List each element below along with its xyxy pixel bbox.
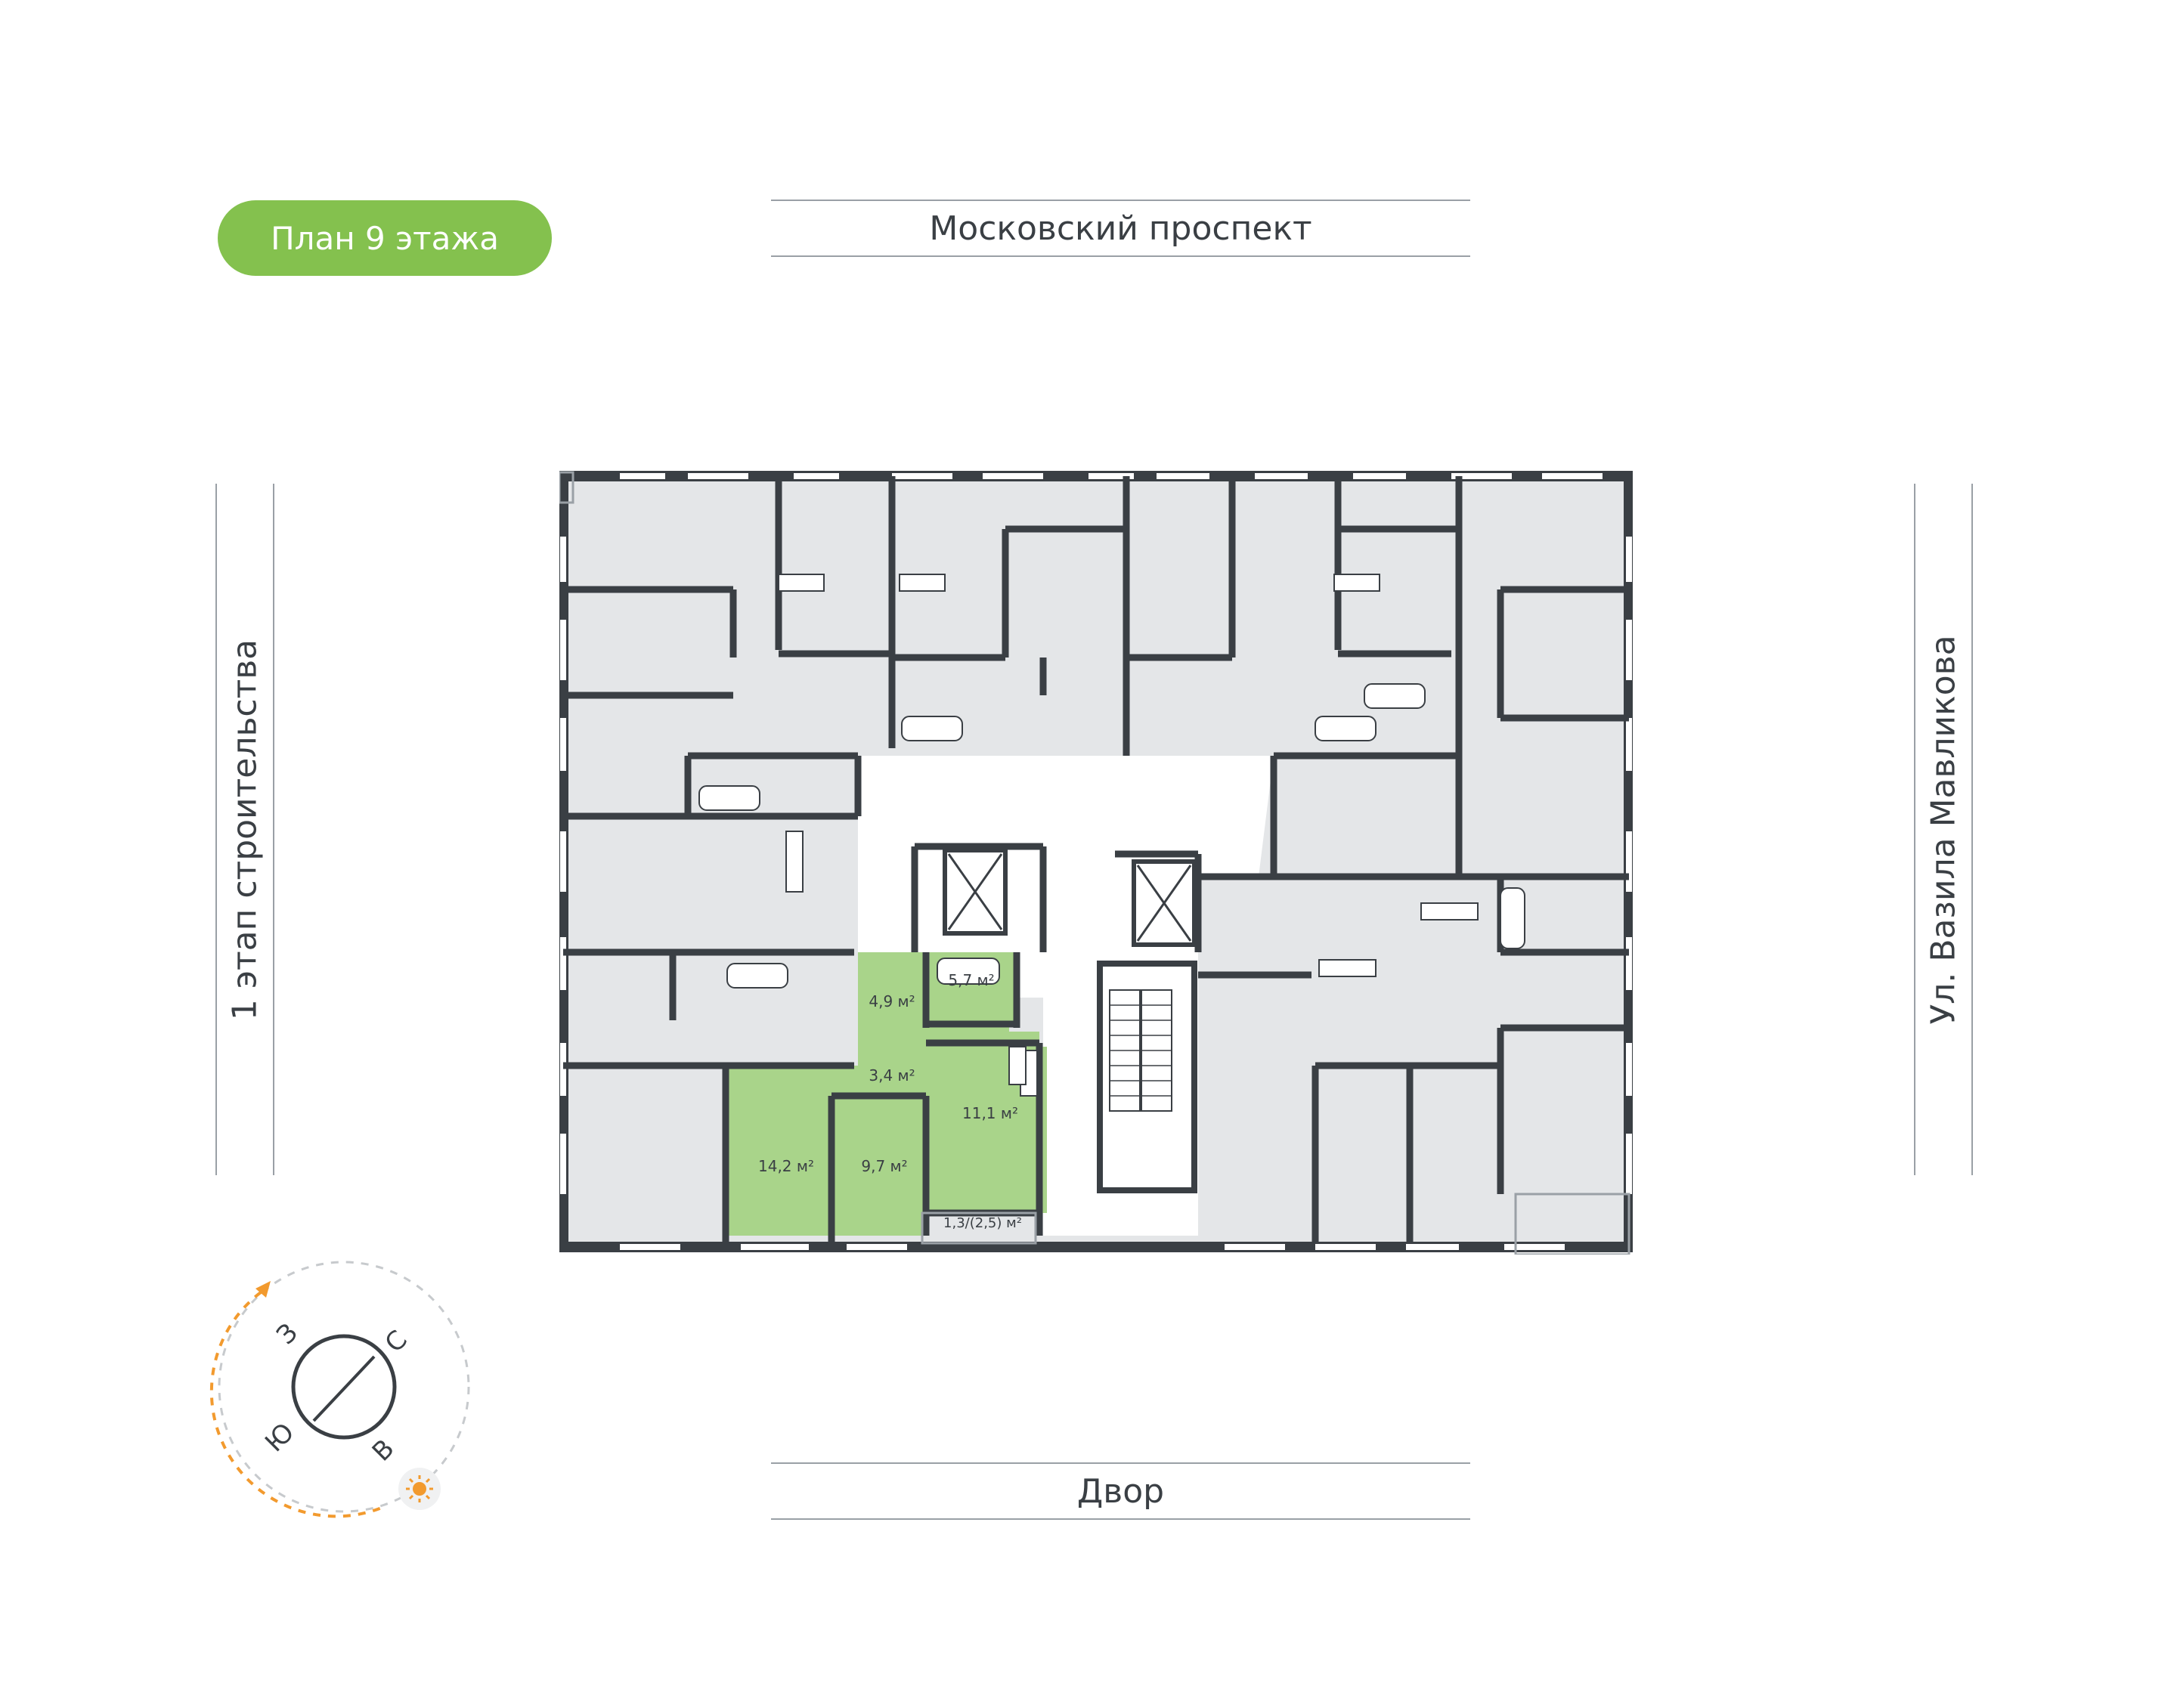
street-top-moskovsky: Московский проспект bbox=[771, 200, 1470, 257]
stairwell bbox=[1097, 961, 1197, 1193]
sun-icon bbox=[398, 1468, 441, 1510]
balconies bbox=[559, 471, 1630, 1255]
compass-south: Ю bbox=[259, 1417, 300, 1458]
compass: З С Ю В bbox=[209, 1261, 470, 1518]
room-living-area: 14,2 м² bbox=[758, 1157, 814, 1175]
windows bbox=[560, 473, 1632, 1250]
room-labels: 4,9 м² 5,7 м² 3,4 м² 11,1 м² 14,2 м² 9,7… bbox=[758, 971, 1022, 1231]
room-corridor-area: 4,9 м² bbox=[869, 992, 915, 1010]
street-left-label: 1 этап строительства bbox=[225, 639, 265, 1020]
street-right-label: Ул. Вазила Мавликова bbox=[1924, 634, 1963, 1025]
floor-plan-badge[interactable]: План 9 этажа bbox=[218, 200, 552, 276]
room-bedroom-area: 9,7 м² bbox=[861, 1157, 907, 1175]
compass-ring bbox=[291, 1334, 397, 1440]
street-right-mavlikova: Ул. Вазила Мавликова bbox=[1914, 484, 1973, 1175]
interior-walls bbox=[563, 476, 1629, 1243]
floor-plan: 4,9 м² 5,7 м² 3,4 м² 11,1 м² 14,2 м² 9,7… bbox=[559, 471, 1633, 1255]
room-bathroom-area: 5,7 м² bbox=[948, 971, 994, 989]
compass-east: В bbox=[367, 1434, 401, 1468]
street-bottom-label: Двор bbox=[1076, 1471, 1165, 1511]
sun-path bbox=[209, 1291, 382, 1518]
room-balcony-area: 1,3/(2,5) м² bbox=[943, 1215, 1022, 1231]
street-bottom-yard: Двор bbox=[771, 1462, 1470, 1520]
street-left-phase1: 1 этап строительства bbox=[215, 484, 274, 1175]
room-hall-area: 3,4 м² bbox=[869, 1066, 915, 1085]
room-kitchen-area: 11,1 м² bbox=[962, 1104, 1018, 1122]
sun-path-arrow-icon bbox=[255, 1281, 271, 1298]
elevators bbox=[943, 848, 1197, 947]
compass-west: З bbox=[271, 1317, 304, 1351]
compass-orbit bbox=[218, 1261, 470, 1513]
fixtures bbox=[698, 574, 1525, 1097]
street-top-label: Московский проспект bbox=[929, 209, 1312, 248]
compass-needle bbox=[312, 1355, 376, 1422]
